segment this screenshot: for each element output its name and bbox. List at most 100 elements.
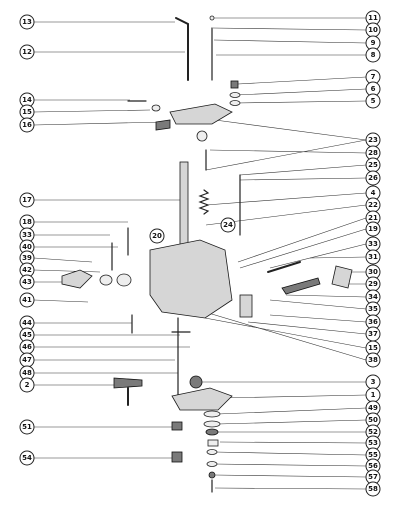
svg-text:58: 58 [368,485,378,493]
upper-bracket-part [169,103,233,125]
svg-text:9: 9 [371,39,376,47]
svg-text:48: 48 [22,369,32,377]
callout-54: 54 [19,450,35,466]
callout-41: 41 [19,292,35,308]
svg-text:30: 30 [368,268,378,276]
callout-bubbles: 13 12 14 15 16 17 18 33 40 39 42 43 41 4… [19,10,381,497]
wing-nut-part [61,269,93,289]
svg-text:43: 43 [22,278,32,286]
svg-text:38: 38 [368,356,378,364]
svg-text:10: 10 [368,26,378,34]
swivel-tube-part [179,161,189,251]
svg-text:26: 26 [368,174,378,182]
svg-text:19: 19 [368,225,378,233]
svg-text:22: 22 [368,201,378,209]
svg-text:33: 33 [22,231,32,239]
callout-23: 23 [365,132,381,148]
svg-text:45: 45 [22,331,32,339]
svg-text:7: 7 [371,73,376,81]
callout-47: 47 [19,352,35,368]
callout-16: 16 [19,117,35,133]
main-bracket-part [149,239,233,319]
svg-text:1: 1 [371,391,376,399]
svg-text:21: 21 [368,214,378,222]
callout-3: 3 [365,374,381,390]
callout-18: 18 [19,214,35,230]
callout-11: 11 [365,10,381,26]
callout-57: 57 [365,469,381,485]
callout-51: 51 [19,419,35,435]
callout-19: 19 [365,221,381,237]
svg-text:6: 6 [371,85,376,93]
callout-31: 31 [365,249,381,265]
callout-58: 58 [365,481,381,497]
svg-text:52: 52 [368,428,378,436]
svg-text:8: 8 [371,51,376,59]
svg-text:12: 12 [22,48,32,56]
svg-text:15: 15 [368,344,378,352]
lower-bracket-part [171,387,233,411]
svg-text:55: 55 [368,451,378,459]
callout-35: 35 [365,301,381,317]
svg-text:56: 56 [368,462,378,470]
svg-text:51: 51 [22,423,32,431]
callout-15: 15 [19,104,35,120]
svg-text:24: 24 [223,221,233,229]
svg-text:23: 23 [368,136,378,144]
callout-25: 25 [365,157,381,173]
svg-text:34: 34 [368,293,378,301]
svg-text:49: 49 [368,404,378,412]
callout-45: 45 [19,327,35,343]
svg-text:2: 2 [25,381,30,389]
callout-26: 26 [365,170,381,186]
svg-text:54: 54 [22,454,32,462]
svg-text:41: 41 [22,296,32,304]
svg-text:4: 4 [371,189,376,197]
svg-text:39: 39 [22,254,32,262]
callout-29: 29 [365,276,381,292]
callout-2: 2 [19,377,35,393]
spacer-part [239,294,253,318]
callout-38: 38 [365,352,381,368]
steering-rod-part [175,17,189,81]
parts [61,15,353,493]
callout-55: 55 [365,447,381,463]
callout-10: 10 [365,22,381,38]
svg-text:42: 42 [22,266,32,274]
svg-text:20: 20 [152,232,162,240]
svg-text:31: 31 [368,253,378,261]
callout-8: 8 [365,47,381,63]
svg-text:36: 36 [368,318,378,326]
svg-text:18: 18 [22,218,32,226]
svg-text:35: 35 [368,305,378,313]
callout-5: 5 [365,93,381,109]
callout-22: 22 [365,197,381,213]
callout-37: 37 [365,326,381,342]
svg-text:46: 46 [22,343,32,351]
svg-text:13: 13 [22,18,32,26]
svg-text:29: 29 [368,280,378,288]
callout-20: 20 [149,228,165,244]
svg-text:27: 27 [368,136,378,144]
svg-text:47: 47 [22,356,32,364]
callout-17: 17 [19,192,35,208]
svg-text:33: 33 [368,240,378,248]
callout-1: 1 [365,387,381,403]
leader-lines [33,17,367,490]
svg-text:17: 17 [22,196,32,204]
svg-text:50: 50 [368,416,378,424]
svg-text:40: 40 [22,243,32,251]
svg-text:37: 37 [368,330,378,338]
callout-46: 46 [19,339,35,355]
callout-34: 34 [365,289,381,305]
svg-text:57: 57 [368,473,378,481]
svg-text:11: 11 [368,14,378,22]
callout-24: 24 [220,217,236,233]
svg-text:5: 5 [371,97,376,105]
callout-12: 12 [19,44,35,60]
svg-text:14: 14 [22,96,32,104]
svg-text:16: 16 [22,121,32,129]
svg-text:28: 28 [368,149,378,157]
svg-text:44: 44 [22,319,32,327]
